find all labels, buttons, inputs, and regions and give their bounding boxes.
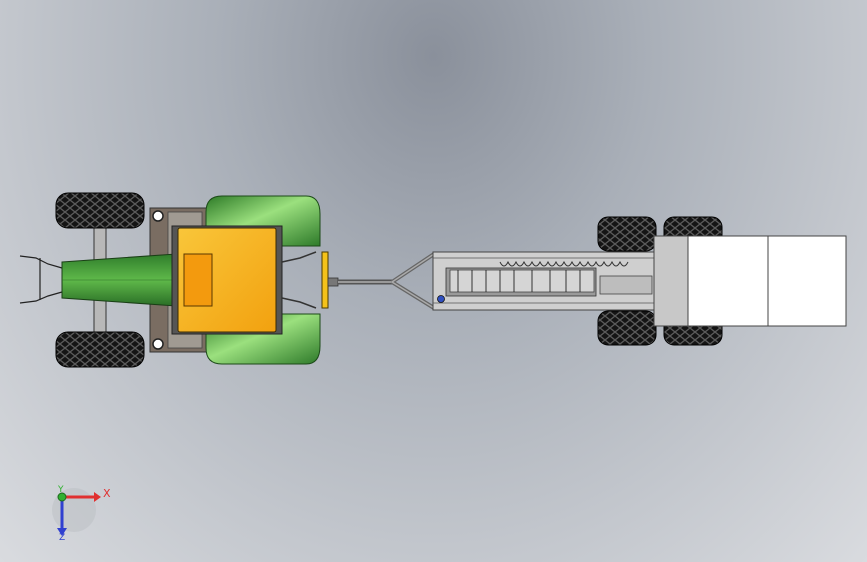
reference-triad [52, 488, 101, 536]
tractor[interactable] [19, 192, 329, 368]
z-axis-head [57, 528, 67, 536]
x-axis-label: X [103, 487, 111, 500]
y-axis-label: Y [58, 485, 64, 495]
cab-hatch [183, 253, 213, 307]
front-left-tire [55, 192, 145, 229]
trailer-tongue [327, 252, 436, 310]
y-axis-dot [57, 492, 67, 502]
auger [499, 260, 629, 267]
trailer-tire-3 [597, 310, 657, 346]
bin-compartment-front [687, 235, 769, 327]
front-hitch-arms [19, 255, 63, 304]
x-axis-head [94, 492, 101, 502]
trailer-tire-1 [597, 216, 657, 252]
frame-end-block [599, 275, 653, 295]
drawbar [321, 251, 329, 309]
z-axis-label: Z [59, 533, 66, 543]
rear-hitch-links [281, 251, 317, 309]
conveyor-slats [457, 270, 581, 292]
front-right-tire [55, 331, 145, 368]
frame-bolt [437, 295, 445, 303]
trailer[interactable] [327, 216, 847, 346]
front-light-right [152, 338, 164, 350]
front-light-left [152, 210, 164, 222]
bin-side [653, 235, 689, 327]
bin-compartment-rear [767, 235, 847, 327]
